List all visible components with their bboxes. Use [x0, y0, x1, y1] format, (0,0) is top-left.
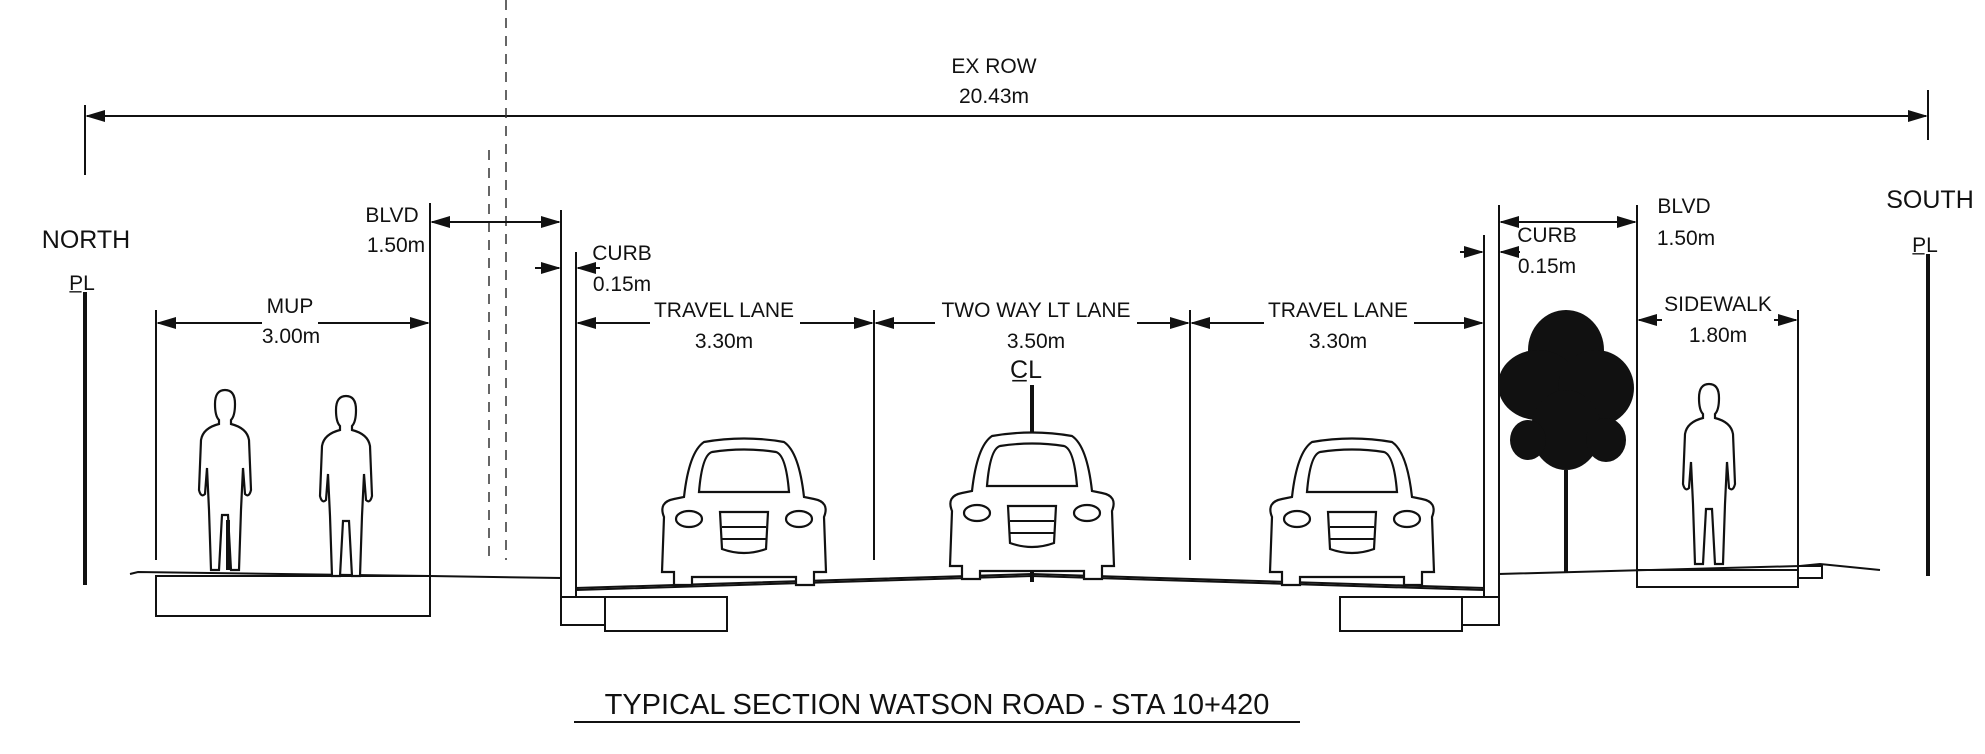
sidewalk-label: SIDEWALK	[1664, 293, 1772, 316]
north-row-symbol: P̲L	[69, 272, 95, 295]
south-label: SOUTH	[1886, 186, 1974, 214]
blvd-south-label: BLVD	[1657, 195, 1710, 218]
ex-row-dimension: EX ROW 20.43m	[84, 55, 1929, 175]
pedestrian-mup	[318, 394, 374, 578]
sidewalk-width: 1.80m	[1689, 324, 1747, 347]
travel-lane-north-width: 3.30m	[695, 330, 753, 353]
mup-width: 3.00m	[262, 325, 320, 348]
blvd-north-width: 1.50m	[367, 234, 425, 257]
blvd-north-label: BLVD	[365, 204, 418, 227]
south-row-symbol: P̲L	[1912, 234, 1938, 257]
south-property-line: SOUTH P̲L	[1886, 186, 1974, 576]
curb-north-width: 0.15m	[593, 273, 651, 296]
centerline-symbol: C̲L	[1010, 356, 1042, 384]
travel-lane-north-label: TRAVEL LANE	[654, 299, 794, 322]
travel-lane-south-label: TRAVEL LANE	[1268, 299, 1408, 322]
blvd-south-width: 1.50m	[1657, 227, 1715, 250]
curb-south-label: CURB	[1517, 224, 1577, 247]
drawing-title: TYPICAL SECTION WATSON ROAD - STA 10+420	[574, 689, 1300, 723]
two-way-lt-lane-width: 3.50m	[1007, 330, 1065, 353]
dimension-blvd-south: BLVD 1.50m	[1499, 195, 1715, 250]
car-turn-lane	[948, 431, 1116, 581]
dimension-travel-lane-south: TRAVEL LANE 3.30m	[1190, 295, 1484, 353]
dimension-travel-lane-north: TRAVEL LANE 3.30m	[576, 295, 874, 353]
utility-pole-dashed	[488, 0, 507, 560]
ex-row-label: EX ROW	[951, 55, 1036, 78]
north-label: NORTH	[42, 226, 130, 254]
tree-icon	[1498, 310, 1634, 572]
curb-north-label: CURB	[592, 242, 652, 265]
title-text: TYPICAL SECTION WATSON ROAD - STA 10+420	[605, 689, 1270, 721]
dimension-curb-north: CURB 0.15m	[535, 242, 652, 296]
dimension-mup: MUP 3.00m	[156, 290, 430, 348]
dimension-curb-south: CURB 0.15m	[1460, 224, 1577, 278]
car-southbound	[1268, 437, 1436, 587]
cyclist-figure	[197, 388, 253, 572]
dimension-blvd-north: BLVD 1.50m	[365, 204, 561, 257]
car-northbound	[660, 437, 828, 587]
two-way-lt-lane-label: TWO WAY LT LANE	[941, 299, 1130, 322]
dimension-two-way-lt-lane: TWO WAY LT LANE 3.50m	[874, 295, 1190, 353]
ground-profile	[129, 562, 1881, 632]
north-property-line: NORTH P̲L	[42, 226, 130, 585]
ex-row-width: 20.43m	[959, 85, 1029, 108]
dimension-sidewalk: SIDEWALK 1.80m	[1637, 292, 1798, 347]
curb-south-width: 0.15m	[1518, 255, 1576, 278]
boundary-lines	[155, 203, 1799, 590]
mup-label: MUP	[267, 295, 314, 318]
travel-lane-south-width: 3.30m	[1309, 330, 1367, 353]
pedestrian-sidewalk	[1681, 382, 1737, 566]
